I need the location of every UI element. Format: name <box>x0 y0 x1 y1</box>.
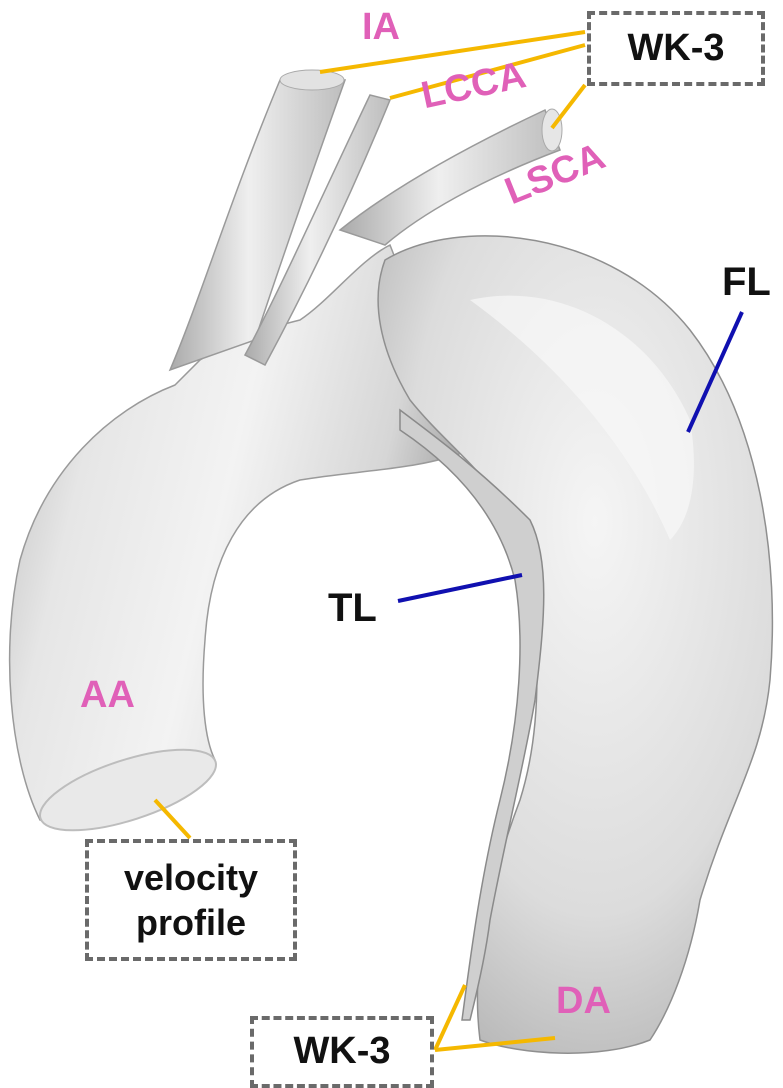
lsca-outlet-face <box>542 109 562 151</box>
inlet-velocity-text: velocity <box>124 855 258 900</box>
da-leader-line-upper <box>435 985 465 1050</box>
fl-label: FL <box>722 262 771 302</box>
inlet-velocity-profile-box: velocity profile <box>85 839 297 961</box>
tl-label: TL <box>328 588 377 628</box>
inlet-profile-text: profile <box>124 900 258 945</box>
aa-label: AA <box>80 676 135 714</box>
bottom-outlet-wk3-text: WK-3 <box>293 1028 390 1076</box>
inlet-leader-line <box>155 800 190 838</box>
top-outlet-wk3-box: WK-3 <box>587 11 765 86</box>
ia-leader-line <box>320 32 585 72</box>
tl-pointer-line <box>398 575 522 601</box>
ia-label: IA <box>362 8 400 46</box>
ia-outlet-face <box>280 70 344 90</box>
inlet-velocity-profile-text: velocity profile <box>124 855 258 945</box>
bottom-outlet-wk3-box: WK-3 <box>250 1016 434 1088</box>
top-outlet-wk3-text: WK-3 <box>627 25 724 73</box>
lsca-leader-line <box>552 85 585 128</box>
da-label: DA <box>556 982 611 1020</box>
